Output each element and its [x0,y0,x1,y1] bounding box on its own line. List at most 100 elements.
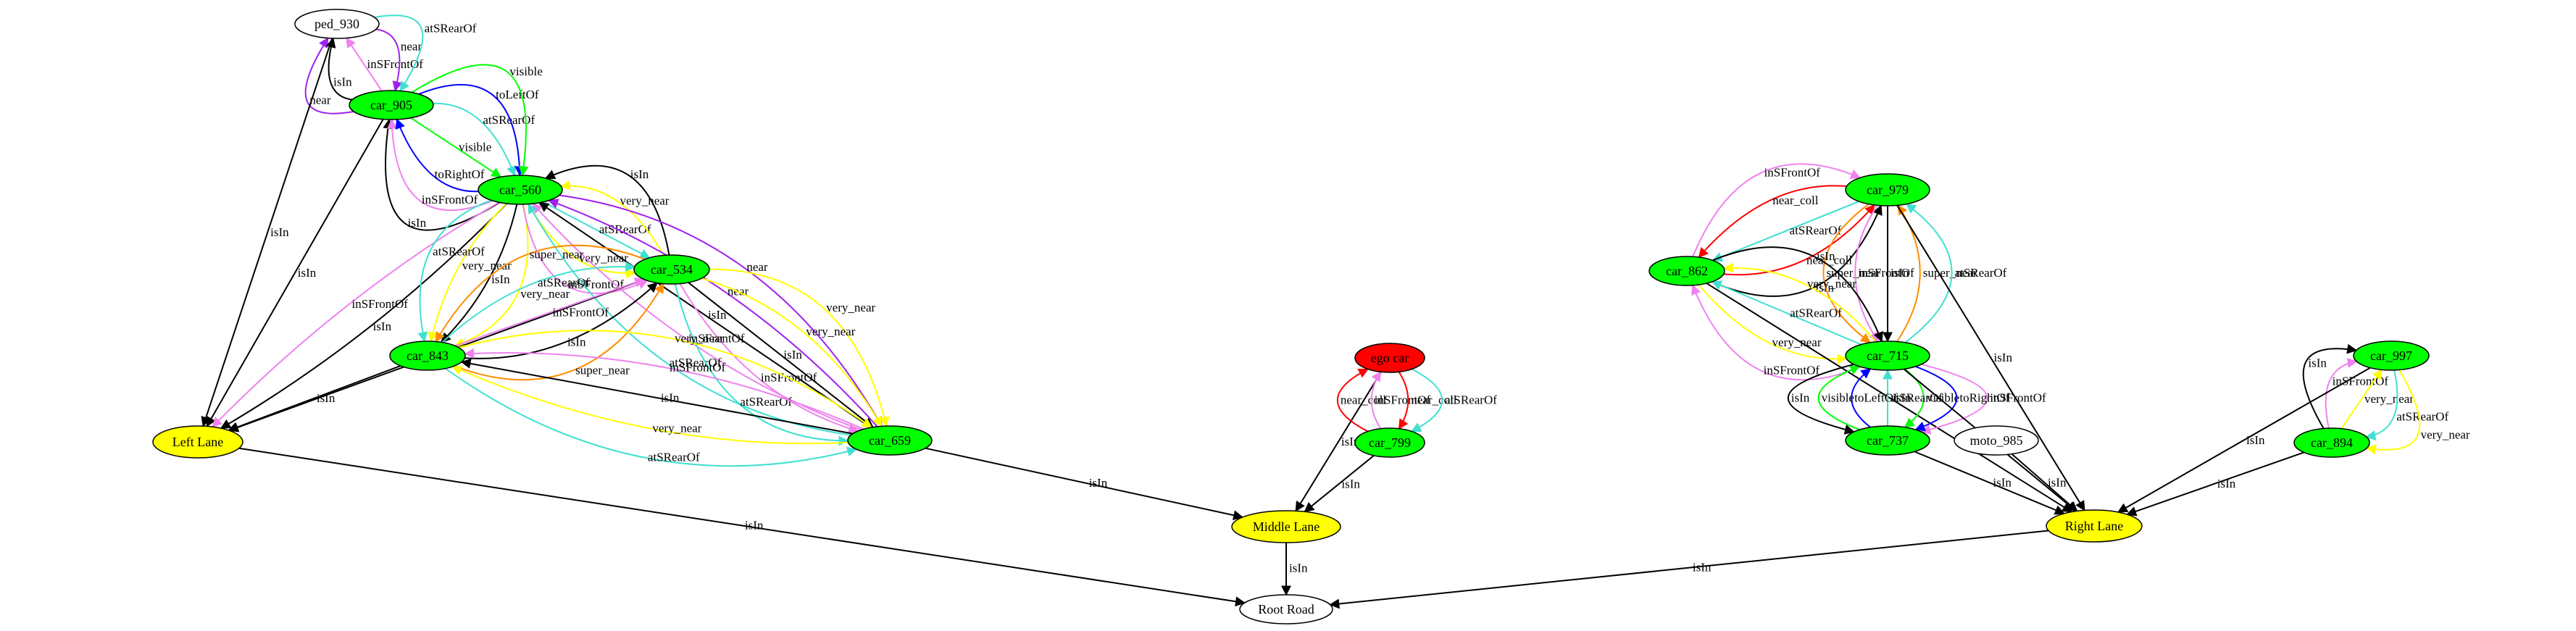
edge-car_894-car_997 [2341,369,2383,430]
node-label: car_534 [651,262,693,277]
edge-car_799-ego_car [1370,371,1382,430]
node-ellipse [389,340,466,371]
node-ellipse [349,90,434,120]
edge-label: inSFrontOf [553,306,609,319]
edge-car_979-car_715 [1822,203,1871,343]
edge-car_560-car_905 [386,118,493,212]
edge-ped_930-left_lane [201,38,333,427]
edge-label: near_coll [1341,393,1387,407]
edge-ego_car-middle_lane [1295,371,1382,512]
edge-label: atSRearOf [1790,223,1842,237]
edge-label: inSFrontOf [1375,393,1431,407]
edge-car_560-car_843 [440,204,518,343]
edge-label: very_near [2421,428,2470,442]
edge-car_715-car_862 [1722,262,1877,343]
node-label: car_560 [499,183,541,197]
edge-car_560-car_843 [428,203,507,343]
edge-label: isIn [1341,477,1360,490]
edge-label: atSRearOf [670,356,722,369]
edge-label: visible [459,141,491,154]
edge-label: isIn [1791,391,1810,405]
edge-car_659-car_843 [451,365,849,445]
node-ellipse [1845,425,1930,456]
edge-car_534-car_560 [544,164,670,256]
edge-car_715-car_737 [1788,363,1855,435]
node-car-534: car_534 [633,254,710,285]
edge-car_659-middle_lane [925,447,1244,521]
edge-label: near [746,260,768,274]
edge-car_843-left_lane [228,365,401,432]
edge-ped_930-car_905 [375,28,403,92]
node-label: car_799 [1369,435,1411,450]
node-label: car_862 [1666,264,1708,278]
edge-label: isIn [630,167,649,181]
edge-car_715-car_979 [1904,203,1953,343]
node-label: ped_930 [314,17,359,31]
node-ego-car: ego car [1354,343,1425,373]
edge-car_799-ego_car [1337,368,1369,432]
node-car-862: car_862 [1648,256,1725,286]
edge-car_979-right_lane [1896,204,2085,511]
edge-label: isIn [317,391,335,405]
edge-label: atSRearOf [538,275,590,289]
edge-label: inSFrontOf [2333,375,2389,388]
nodes-layer: ped_930 car_905 car_560 car_534 car_843 car_6… [152,9,2430,624]
edge-label: atSRearOf [740,395,792,409]
edge-label: near_coll [1806,254,1853,267]
node-label: car_715 [1867,348,1909,363]
node-label: Middle Lane [1253,519,1320,534]
node-car-659: car_659 [847,425,933,456]
edge-label: isIn [783,348,802,362]
node-car-905: car_905 [349,90,434,120]
edge-label: isIn [408,216,427,230]
edge-label: isIn [1993,351,2012,364]
edge-ego_car-car_799 [1411,368,1443,432]
edge-label: inSFrontOf [688,332,745,346]
edge-label: inSFrontOf [670,361,726,375]
edge-car_905-ped_930 [325,37,353,101]
edge-label: atSRearOf [483,113,535,127]
node-ellipse [1845,173,1930,206]
node-car-843: car_843 [389,340,466,371]
edge-left_lane-root_road [238,447,1246,607]
edge-label: isIn [661,390,680,404]
edge-car_905-ped_930 [346,37,383,92]
edge-label: isIn [745,518,764,532]
edge-label: isIn [1815,281,1834,295]
node-ellipse [2293,427,2370,458]
edge-car_843-car_534 [464,282,658,359]
edge-car_997-car_894 [2365,369,2398,440]
edge-car_534-car_659 [688,282,874,428]
edge-label: toLeftOf [496,88,539,101]
edge-label: isIn [270,225,289,239]
edge-car_862-car_715 [1712,246,1883,343]
edge-label: atSRearOf [425,22,477,35]
edge-label: near [309,93,331,106]
edge-car_862-right_lane [1706,283,2073,513]
edge-label: isIn [333,75,352,88]
node-label: Right Lane [2065,519,2123,533]
edge-label: inSFrontOf [1764,165,1821,179]
edge-label: very_near [620,193,669,207]
edge-car_905-left_lane [206,119,384,427]
edge-label: isIn [491,272,510,286]
edges-layer: nearisIninSFrontOfnearatSRearOfisInisIni… [201,14,2470,609]
edge-car_560-car_843 [454,204,529,348]
edge-label: inSFrontOf [1764,363,1820,377]
edge-car_560-car_534 [522,204,649,294]
node-ellipse [478,175,563,205]
edge-car_843-car_659 [445,367,858,467]
edge-car_534-car_659 [701,277,883,427]
node-car-560: car_560 [478,175,563,205]
node-label: car_905 [370,98,412,112]
edge-car_534-car_659 [679,283,859,434]
node-car-894: car_894 [2293,427,2370,458]
edge-label: isIn [1891,266,1909,280]
edge-car_843-car_534 [454,277,646,347]
node-label: car_843 [407,348,449,363]
node-ellipse [1845,340,1930,371]
edge-car_560-car_843 [417,199,492,343]
edge-car_715-car_862 [1691,284,1862,381]
node-ellipse [294,9,380,39]
edge-car_905-car_560 [433,102,517,177]
